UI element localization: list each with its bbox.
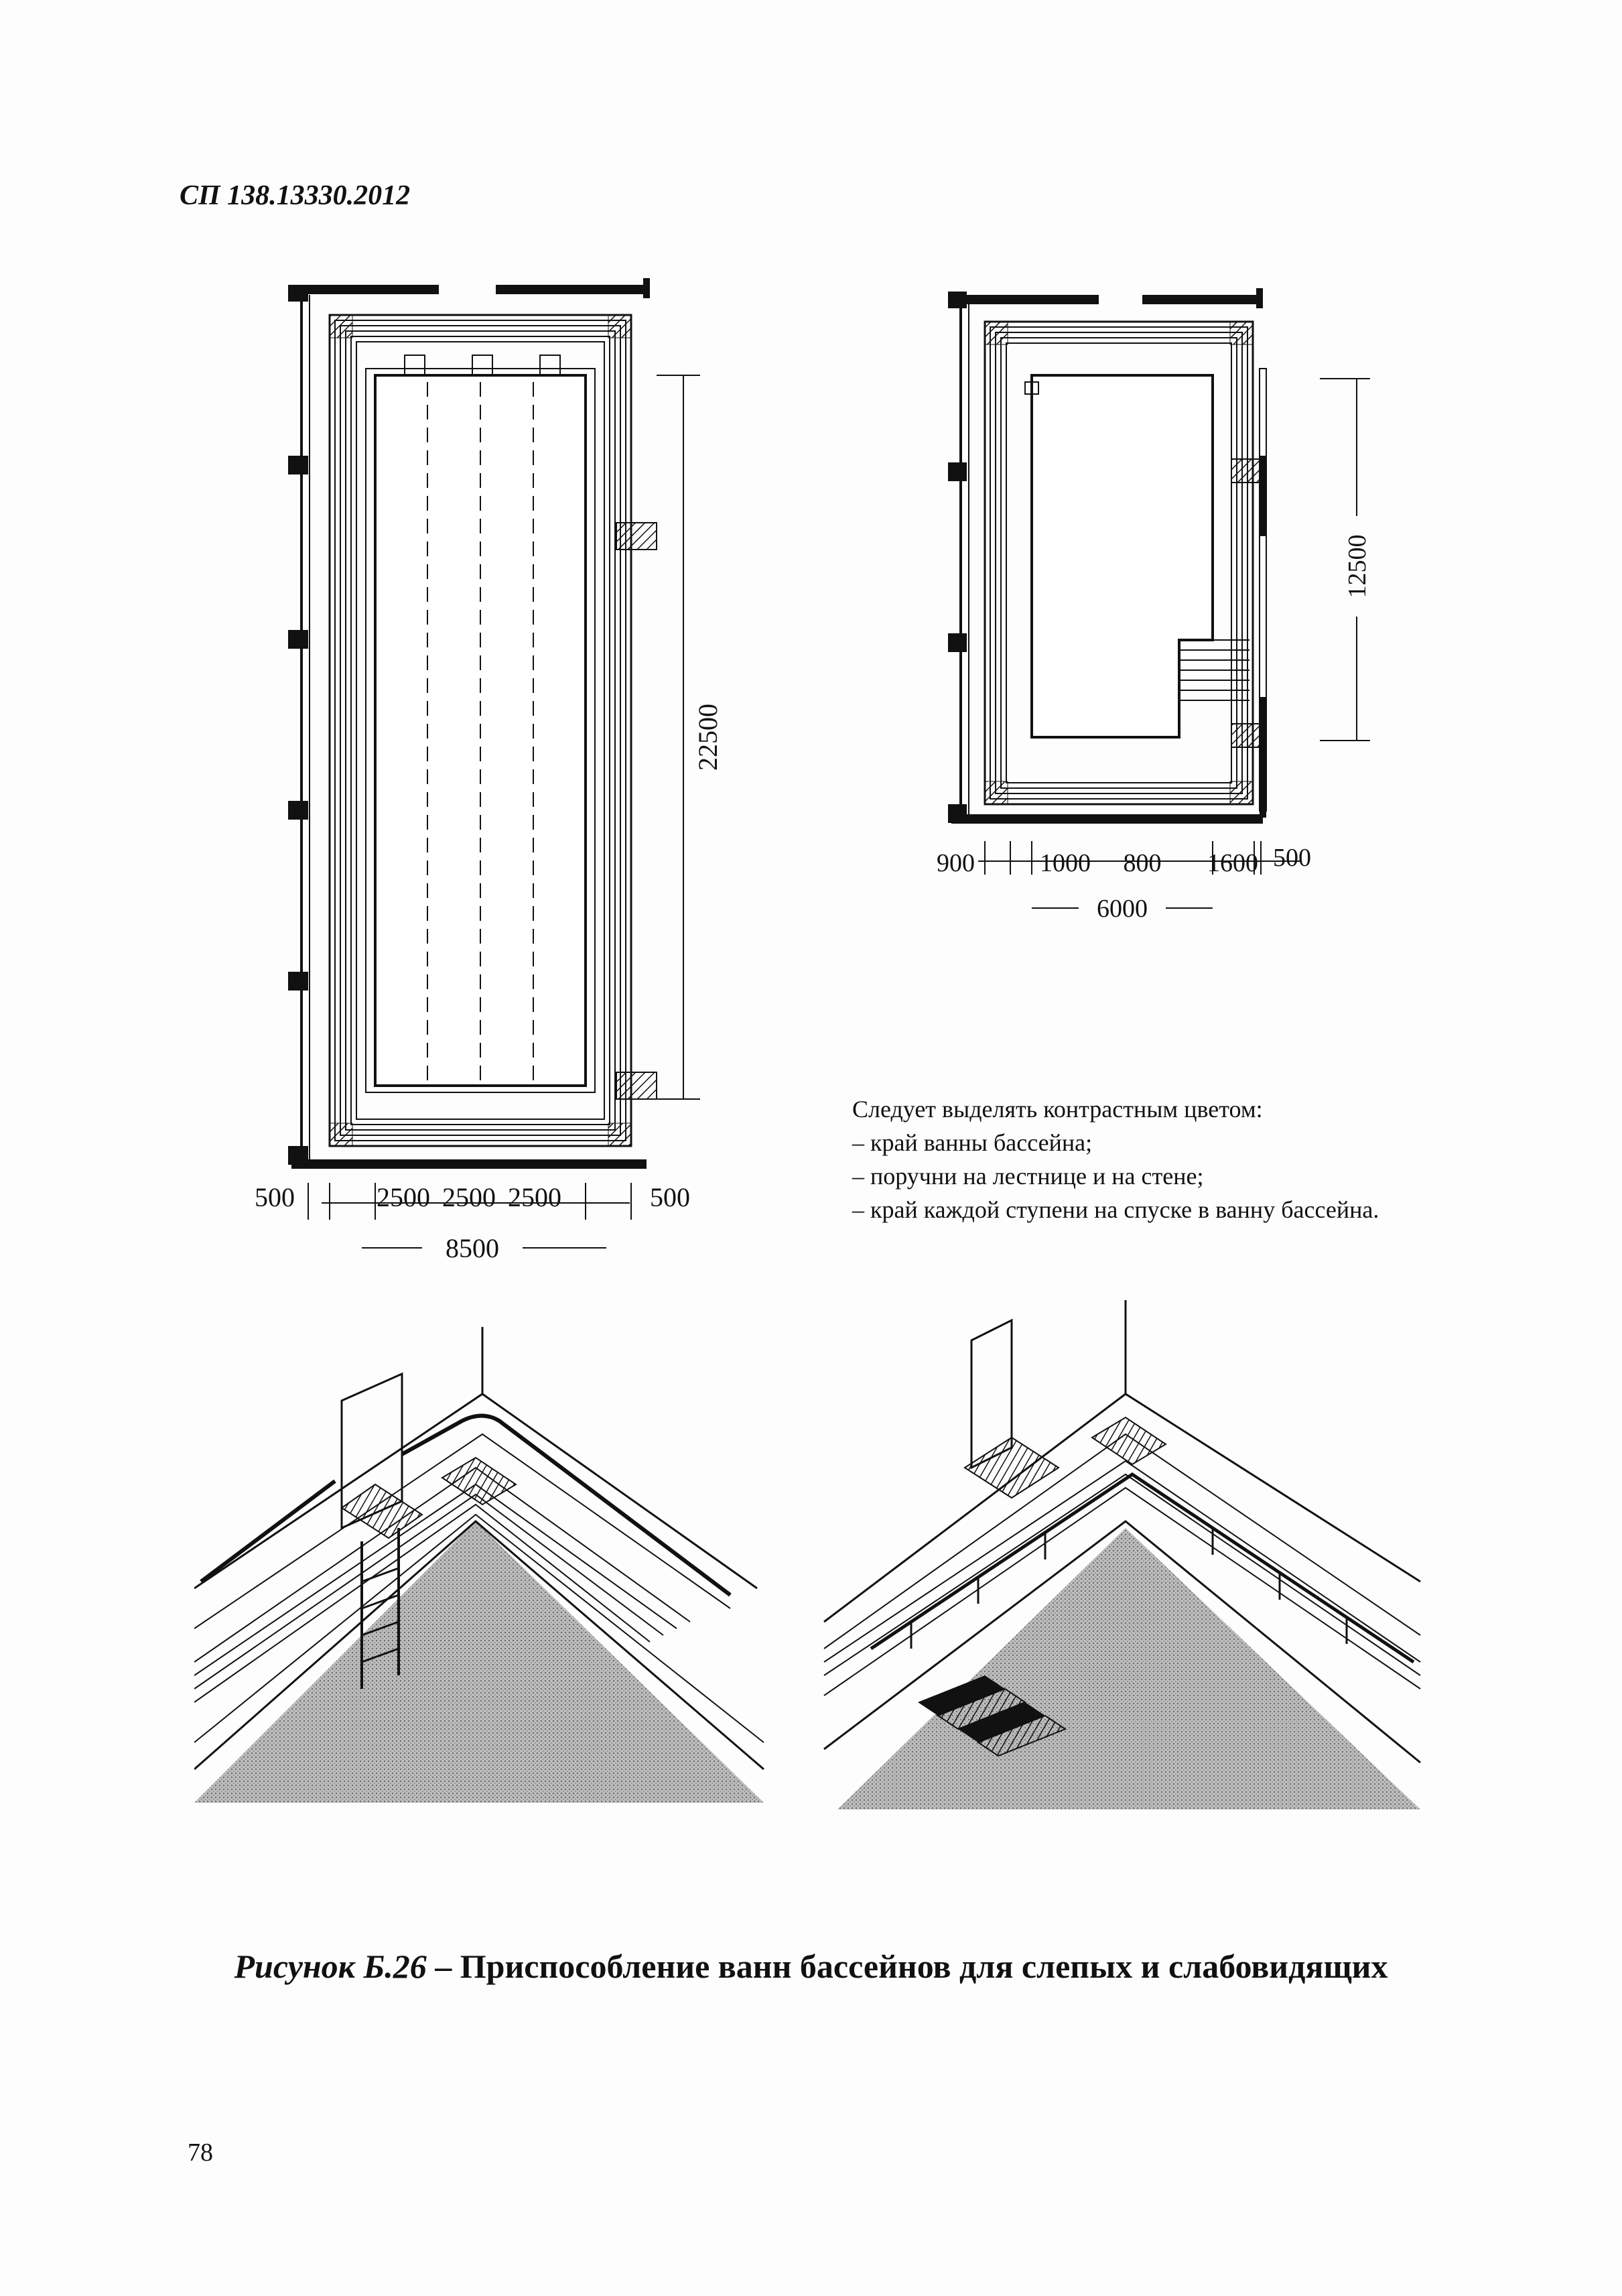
figure-number: Рисунок Б.26 [234, 1948, 427, 1985]
contrast-color-note: Следует выделять контрастным цветом: – к… [852, 1092, 1379, 1226]
dim-length-label-small: 12500 [1343, 535, 1371, 598]
page-number: 78 [188, 2139, 213, 2167]
dim-total-label: 8500 [446, 1233, 499, 1263]
dim-lane-3-label: 2500 [508, 1182, 561, 1212]
dim-total-label-small: 6000 [1097, 895, 1148, 923]
dim-lane-1-label: 2500 [377, 1182, 430, 1212]
dim-right-label: 500 [650, 1182, 690, 1212]
dim-c-label: 800 [1124, 849, 1162, 877]
large-pool-plan: 22500 500 2500 2500 2500 500 8500 [255, 278, 723, 1263]
note-intro: Следует выделять контрастным цветом: [852, 1096, 1263, 1123]
ladder-isometric-view [194, 1327, 764, 1803]
dim-d-label: 1600 [1207, 849, 1258, 877]
dim-a-label: 900 [937, 849, 975, 877]
steps-isometric-view [823, 1300, 1421, 1809]
note-item: – край ванны бассейна; [852, 1129, 1093, 1156]
dim-b-label: 1000 [1040, 849, 1091, 877]
small-pool-plan: 12500 900 1000 800 1600 500 6000 [937, 288, 1373, 923]
dim-e-label: 500 [1273, 844, 1311, 872]
dim-length-label: 22500 [693, 704, 723, 771]
note-item: – поручни на лестнице и на стене; [852, 1163, 1204, 1190]
figure-caption: Рисунок Б.26 – Приспособление ванн бассе… [0, 1947, 1622, 1986]
figure-title: – Приспособление ванн бассейнов для слеп… [426, 1948, 1388, 1985]
dim-lane-2-label: 2500 [442, 1182, 496, 1212]
document-code-header: СП 138.13330.2012 [180, 180, 411, 211]
note-item: – край каждой ступени на спуске в ванну … [852, 1196, 1379, 1223]
dim-left-label: 500 [255, 1182, 295, 1212]
